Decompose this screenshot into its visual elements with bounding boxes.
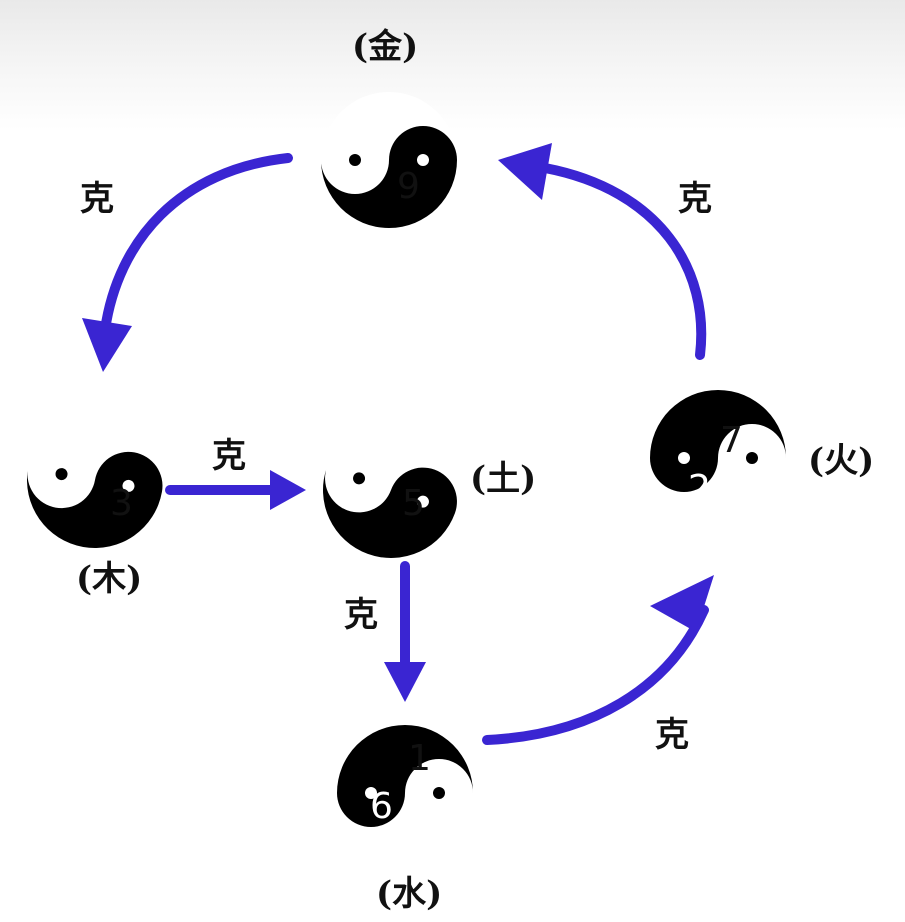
edge-label-water-fire: 克 [655,715,689,755]
node-water: 1 6 (水) [337,725,473,914]
yang-number: 8 [40,435,63,476]
element-label-wood: (木) [76,559,142,599]
yin-number: 1 [408,738,431,779]
taiji-icon [303,402,479,578]
edge-earth-to-water: 克 [344,561,426,702]
edge-fire-to-metal: 克 [498,143,712,360]
edge-label-metal-wood: 克 [80,179,114,219]
yin-number: 3 [110,483,133,524]
node-wood: 8 3 (木) [16,401,174,599]
edge-label-fire-metal: 克 [678,179,712,219]
node-earth: 5 (土) [303,402,536,578]
yang-number: 4 [352,116,375,157]
taiji-icon [650,390,786,526]
element-label-fire: (火) [808,441,874,481]
taiji-icon [16,401,174,559]
edge-label-wood-earth: 克 [212,436,246,476]
yang-number: 2 [688,468,711,509]
yang-number: 6 [370,786,393,827]
taiji-icon [337,725,473,861]
edge-metal-to-wood: 克 [80,153,293,372]
node-fire: 7 2 (火) [650,390,874,526]
taiji-icon [321,92,457,228]
yin-number: 7 [720,420,743,461]
node-metal: 4 9 (金) [321,27,457,228]
element-label-water: (水) [376,874,442,914]
edge-wood-to-earth: 克 [165,436,306,510]
edge-label-earth-water: 克 [344,595,378,635]
element-label-earth: (土) [470,459,536,499]
element-label-metal: (金) [352,27,418,67]
yin-number: 9 [397,166,420,207]
edge-water-to-fire: 克 [482,575,714,755]
yin-number: 5 [402,483,425,524]
